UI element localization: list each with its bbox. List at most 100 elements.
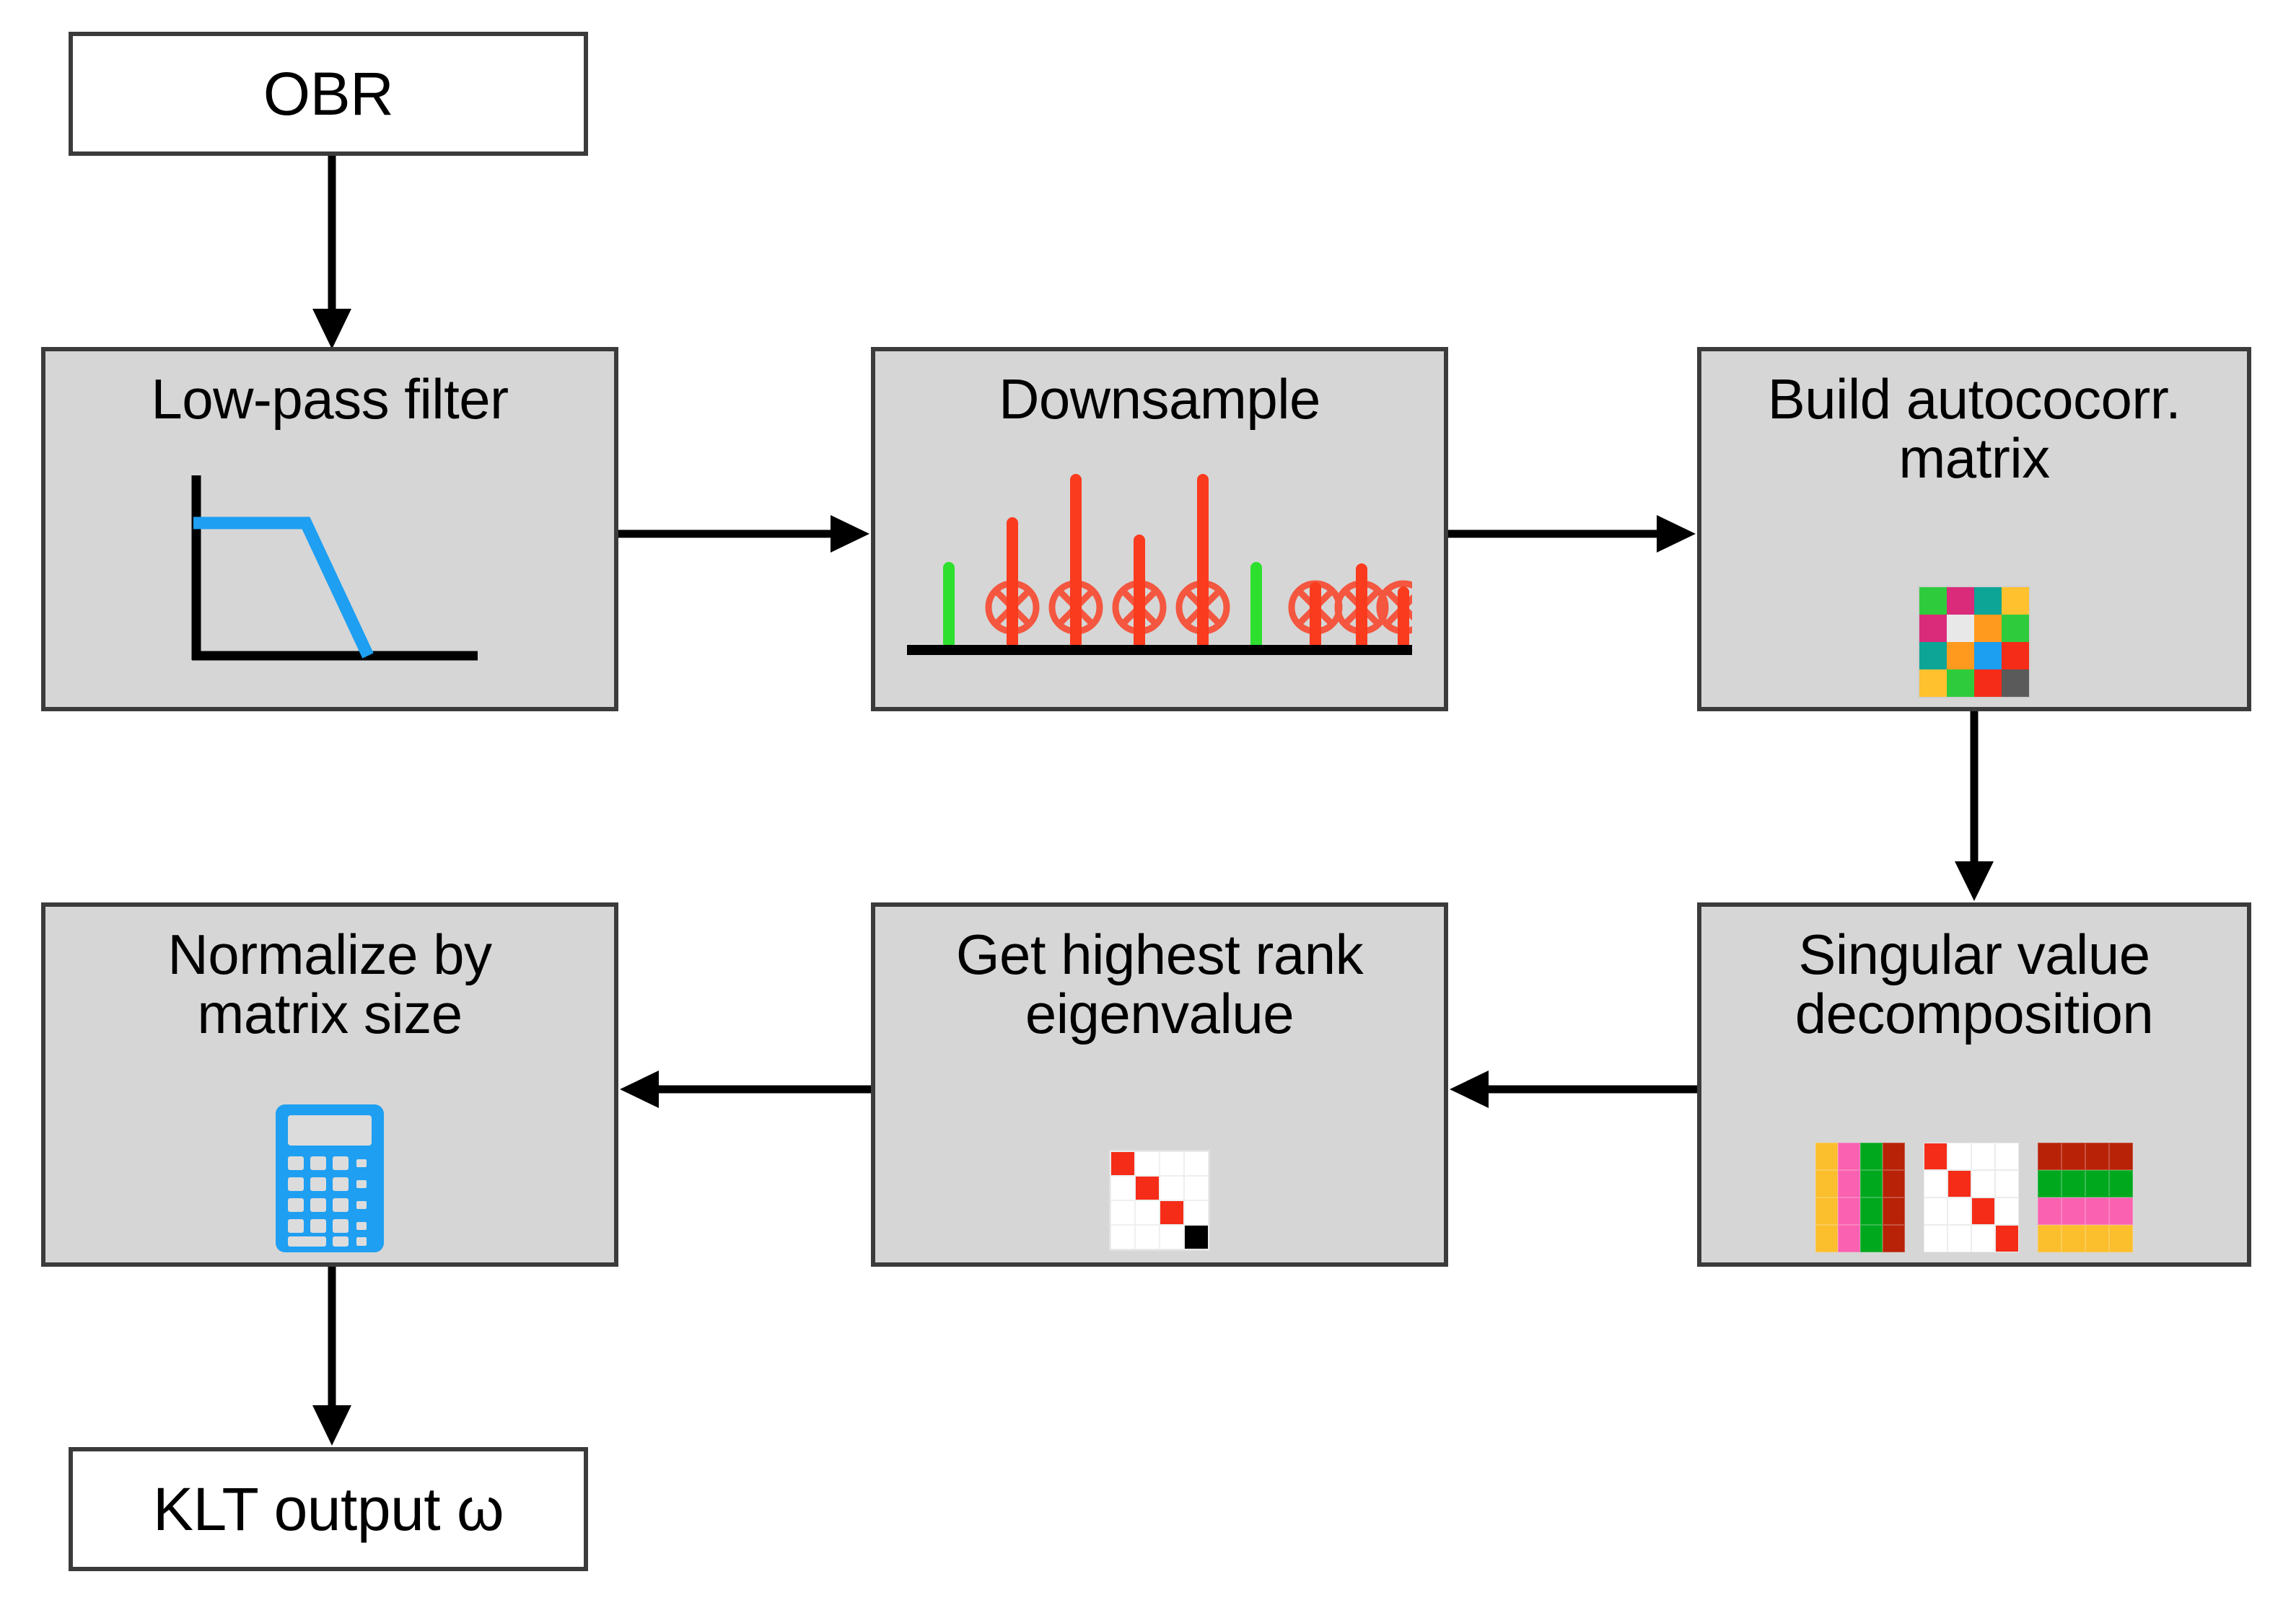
matrix-cell: [1947, 669, 1974, 697]
matrix-cell: [1110, 1200, 1135, 1225]
node-singular-value-decomposition[interactable]: Singular value decomposition: [1697, 902, 2251, 1267]
svd-matrix-sigma: [1924, 1143, 2019, 1252]
matrix-cell: [1883, 1170, 1905, 1197]
matrix-cell: [2038, 1225, 2061, 1252]
matrix-cell: [1919, 587, 1947, 615]
matrix-cell: [1995, 1170, 2019, 1197]
calculator-icon-svg: [276, 1104, 384, 1252]
edge-svd-to-eigen: [1448, 1060, 1697, 1118]
matrix-cell: [2002, 615, 2029, 642]
matrix-cell: [1838, 1197, 1860, 1225]
matrix-cell: [1838, 1170, 1860, 1197]
node-normalize-by-matrix-size[interactable]: Normalize by matrix size: [41, 902, 618, 1267]
edge-downsample-to-autocorr: [1448, 505, 1697, 563]
matrix-cell: [1860, 1225, 1883, 1252]
matrix-cell: [1110, 1176, 1135, 1200]
matrix-cell: [1184, 1200, 1209, 1225]
matrix-cell: [1947, 1143, 1971, 1170]
edge-eigen-to-normalize: [618, 1060, 871, 1118]
matrix-cell: [1974, 615, 2002, 642]
matrix-cell: [2061, 1197, 2085, 1225]
matrix-cell: [1838, 1225, 1860, 1252]
matrix-cell: [1184, 1176, 1209, 1200]
matrix-cell: [1815, 1143, 1838, 1170]
matrix-cell: [2109, 1225, 2133, 1252]
matrix-cell: [2109, 1170, 2133, 1197]
matrix-cell: [1974, 642, 2002, 669]
matrix-cell: [1815, 1225, 1838, 1252]
matrix-cell: [1110, 1225, 1135, 1249]
matrix-cell: [1160, 1151, 1184, 1176]
matrix-cell: [1883, 1197, 1905, 1225]
matrix-cell: [1883, 1143, 1905, 1170]
matrix-cell: [1974, 669, 2002, 697]
matrix-cell: [1995, 1197, 2019, 1225]
calculator-icon: [45, 1044, 614, 1262]
edge-lowpass-to-downsample: [618, 505, 871, 563]
matrix-cell: [2109, 1197, 2133, 1225]
matrix-cell: [1919, 669, 1947, 697]
matrix-cell: [1995, 1225, 2019, 1252]
matrix-cell: [1924, 1143, 1947, 1170]
matrix-cell: [1135, 1176, 1160, 1200]
node-build-autocorr-matrix[interactable]: Build autococorr. matrix: [1697, 347, 2251, 711]
node-get-highest-rank-eigenvalue[interactable]: Get highest rank eigenvalue: [871, 902, 1448, 1267]
matrix-cell: [1860, 1197, 1883, 1225]
matrix-cell: [1995, 1143, 2019, 1170]
node-build-autocorr-matrix-label: Build autococorr. matrix: [1767, 367, 2181, 490]
matrix-cell: [1110, 1151, 1135, 1176]
node-obr[interactable]: OBR: [69, 32, 588, 156]
matrix-cell: [2038, 1143, 2061, 1170]
stem-plot: [875, 429, 1444, 707]
matrix-cell: [2085, 1225, 2109, 1252]
matrix-cell: [1838, 1143, 1860, 1170]
svd-matrix-vt: [2038, 1143, 2133, 1252]
matrix-cell: [1971, 1170, 1995, 1197]
discard-markers: [985, 580, 1412, 635]
matrix-cell: [1184, 1151, 1209, 1176]
matrix-cell: [2002, 587, 2029, 615]
matrix-cell: [1947, 1197, 1971, 1225]
matrix-cell: [1860, 1143, 1883, 1170]
matrix-cell: [2002, 642, 2029, 669]
diagonal-matrix: [875, 1044, 1444, 1262]
color-matrix: [1701, 488, 2247, 707]
node-klt-output-label: KLT output ω: [152, 1474, 504, 1543]
matrix-cell: [2061, 1170, 2085, 1197]
matrix-cell: [1947, 587, 1974, 615]
matrix-cell: [2109, 1143, 2133, 1170]
matrix-cell: [2002, 669, 2029, 697]
matrix-cell: [1919, 615, 1947, 642]
matrix-cell: [1947, 1225, 1971, 1252]
matrix-cell: [1971, 1143, 1995, 1170]
matrix-cell: [2038, 1170, 2061, 1197]
matrix-cell: [1135, 1151, 1160, 1176]
edge-autocorr-to-svd: [1931, 711, 2017, 902]
eigenvalue-matrix-grid: [1109, 1150, 1210, 1251]
node-lowpass-filter-label: Low-pass filter: [151, 367, 509, 431]
edge-obr-to-lowpass: [289, 156, 375, 351]
matrix-cell: [2038, 1197, 2061, 1225]
edge-normalize-to-klt: [289, 1267, 375, 1447]
matrix-cell: [1135, 1225, 1160, 1249]
matrix-cell: [1160, 1200, 1184, 1225]
autocorr-matrix-grid: [1918, 586, 2030, 698]
node-downsample[interactable]: Downsample: [871, 347, 1448, 711]
matrix-cell: [2085, 1170, 2109, 1197]
node-lowpass-filter[interactable]: Low-pass filter: [41, 347, 618, 711]
matrix-cell: [1971, 1197, 1995, 1225]
matrix-cell: [1815, 1197, 1838, 1225]
node-klt-output[interactable]: KLT output ω: [69, 1447, 588, 1571]
matrix-cell: [1971, 1225, 1995, 1252]
matrix-cell: [2085, 1143, 2109, 1170]
matrix-cell: [1919, 642, 1947, 669]
matrix-cell: [2061, 1143, 2085, 1170]
node-downsample-label: Downsample: [999, 367, 1320, 431]
matrix-cell: [1160, 1225, 1184, 1249]
matrix-cell: [1160, 1176, 1184, 1200]
downsample-stem-chart: [907, 474, 1412, 656]
matrix-cell: [1135, 1200, 1160, 1225]
svd-matrix-u: [1815, 1143, 1905, 1252]
lowpass-response-chart: [191, 475, 478, 661]
